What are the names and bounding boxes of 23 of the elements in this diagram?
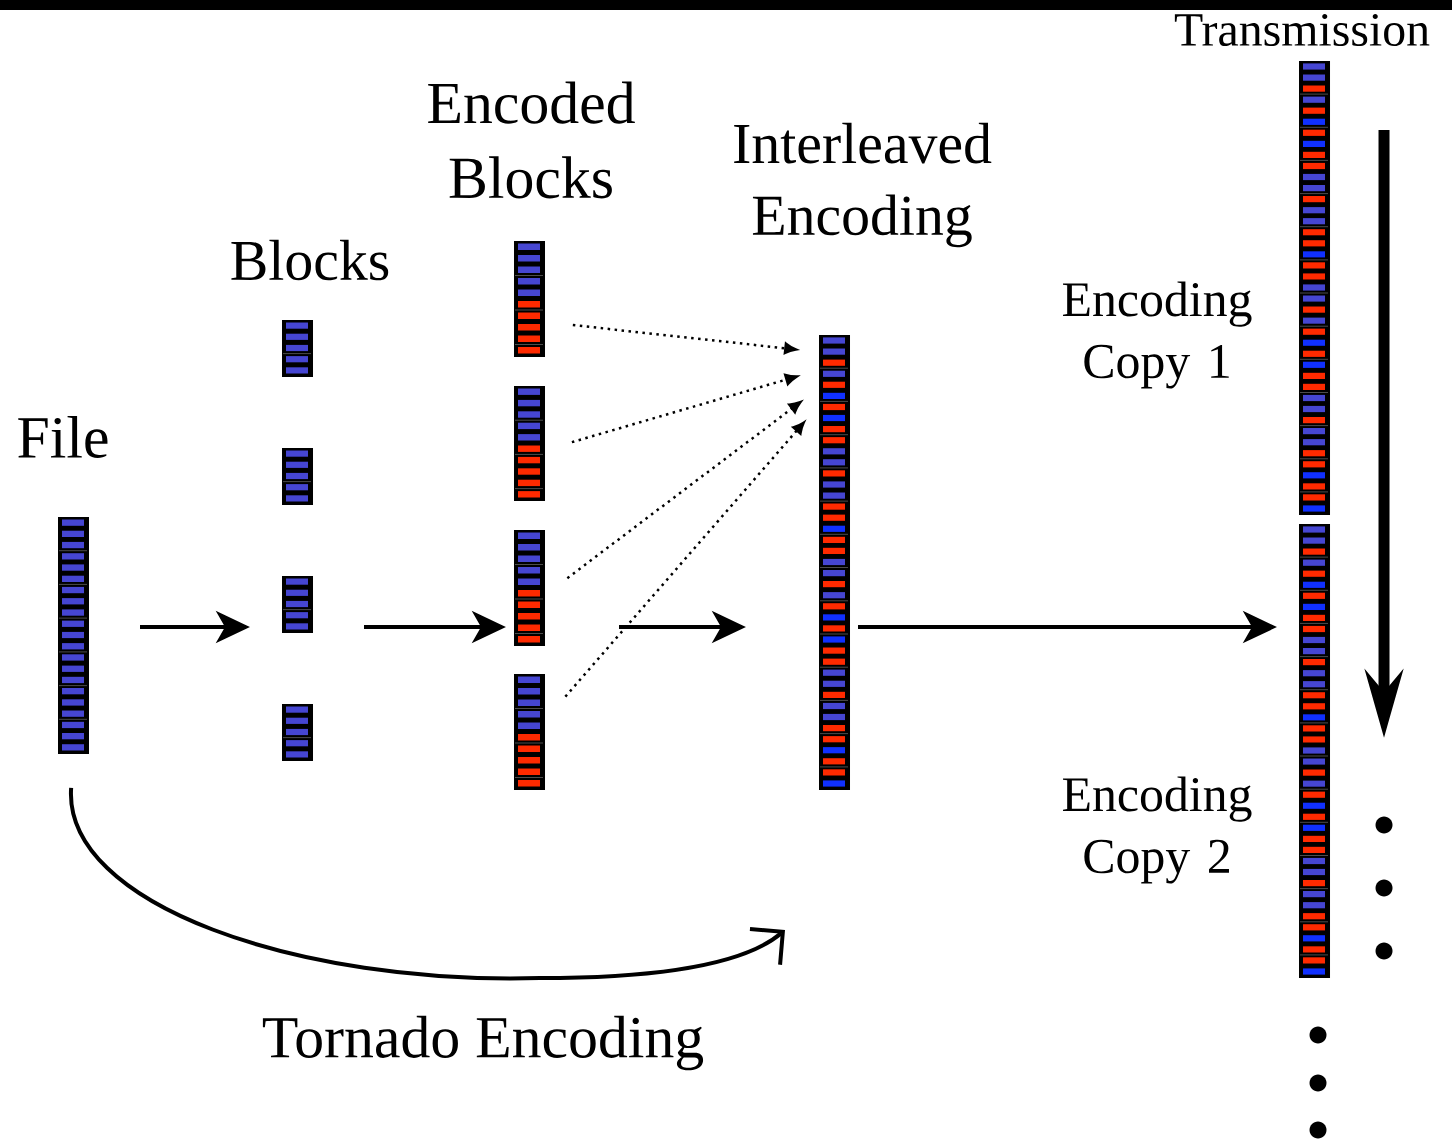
block-bar bbox=[514, 530, 545, 646]
block-bar bbox=[514, 386, 545, 501]
block-bar bbox=[282, 704, 313, 761]
block-bar bbox=[282, 320, 313, 377]
heading-label: File bbox=[18, 415, 108, 459]
block-bar bbox=[819, 335, 850, 790]
block-bar bbox=[514, 241, 545, 357]
dotted-arrow bbox=[564, 421, 805, 698]
block-bar bbox=[1299, 61, 1330, 515]
dotted-arrow bbox=[572, 323, 797, 355]
curved-arrow bbox=[69, 787, 785, 980]
edge-label: Tornado Encoding bbox=[259, 1013, 707, 1073]
block-bar bbox=[58, 517, 89, 754]
heading-label: Encoding Copy 2 bbox=[1063, 776, 1252, 884]
block-bar bbox=[1299, 524, 1330, 978]
block-bar bbox=[282, 448, 313, 505]
block-bar bbox=[514, 674, 545, 790]
heading-label: Blocks bbox=[231, 239, 389, 281]
heading-label: Encoding Copy 1 bbox=[1063, 281, 1252, 389]
heading-label: Transmission bbox=[1174, 13, 1430, 47]
block-bar bbox=[282, 576, 313, 633]
heading-label: Interleaved Encoding bbox=[734, 122, 992, 248]
heading-label: Encoded Blocks bbox=[428, 81, 635, 199]
